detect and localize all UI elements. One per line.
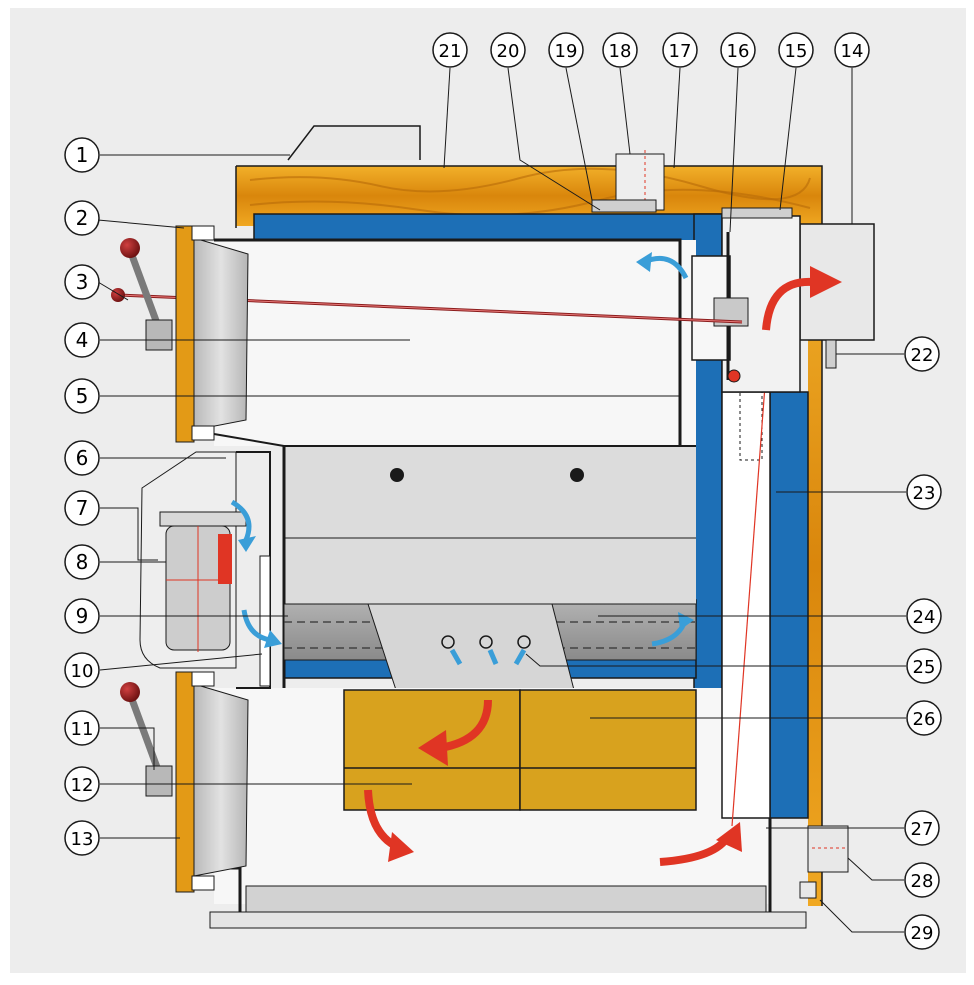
top-lid (287, 125, 421, 161)
callout-9: 9 (64, 598, 100, 634)
callout-25-label: 25 (913, 657, 936, 678)
callout-2: 2 (64, 200, 100, 236)
callout-16: 16 (720, 32, 756, 68)
callout-leader-lines (97, 67, 906, 933)
callout-24-label: 24 (913, 607, 936, 628)
callout-17-label: 17 (669, 41, 692, 62)
callout-14: 14 (834, 32, 870, 68)
ceramic-blocks (343, 689, 697, 811)
callout-6: 6 (64, 440, 100, 476)
callout-19: 19 (548, 32, 584, 68)
callout-15-label: 15 (785, 41, 808, 62)
callout-20-label: 20 (497, 41, 520, 62)
cleaning-lid (721, 207, 793, 219)
callout-1: 1 (64, 137, 100, 173)
callouts: 1 2 3 4 5 6 7 8 9 10 11 12 13 14 15 16 1… (64, 32, 942, 950)
callout-13: 13 (64, 820, 100, 856)
gasification-chamber (284, 446, 696, 606)
callout-18-label: 18 (609, 41, 632, 62)
callout-22-label: 22 (911, 345, 934, 366)
callout-18: 18 (602, 32, 638, 68)
callout-10: 10 (64, 652, 100, 688)
air-nozzle-left (390, 468, 404, 482)
base-plate (209, 911, 807, 929)
callout-16-label: 16 (727, 41, 750, 62)
callout-25: 25 (906, 648, 942, 684)
callout-9-label: 9 (76, 604, 89, 628)
return-pipe (807, 825, 849, 873)
callout-14-label: 14 (841, 41, 864, 62)
lower-door-handle (120, 682, 173, 797)
lower-door (175, 671, 249, 893)
insulation-casing (235, 165, 823, 906)
callout-23-label: 23 (913, 483, 936, 504)
callout-3-label: 3 (76, 270, 89, 294)
callout-24: 24 (906, 598, 942, 634)
callout-28: 28 (904, 862, 940, 898)
callout-17: 17 (662, 32, 698, 68)
callout-12: 12 (64, 766, 100, 802)
callout-22: 22 (904, 336, 940, 372)
ash-pan (245, 885, 767, 913)
callout-26: 26 (906, 700, 942, 736)
callout-29-label: 29 (911, 923, 934, 944)
callout-20: 20 (490, 32, 526, 68)
nozzle-block (367, 603, 575, 691)
callout-11-label: 11 (71, 719, 94, 740)
callout-26-label: 26 (913, 709, 936, 730)
callout-8-label: 8 (76, 550, 89, 574)
callout-6-label: 6 (76, 446, 89, 470)
callout-28-label: 28 (911, 871, 934, 892)
fuel-chamber (214, 240, 696, 446)
safety-valve (591, 199, 657, 213)
callout-5: 5 (64, 378, 100, 414)
callout-11: 11 (64, 710, 100, 746)
callout-27: 27 (904, 810, 940, 846)
air-nozzle-right (570, 468, 584, 482)
upper-door-handle (111, 238, 173, 351)
callout-2-label: 2 (76, 206, 89, 230)
callout-7: 7 (64, 490, 100, 526)
callout-19-label: 19 (555, 41, 578, 62)
callout-3: 3 (64, 264, 100, 300)
callout-29: 29 (904, 914, 940, 950)
flue-gas-arrowheads (388, 266, 842, 862)
callout-4: 4 (64, 322, 100, 358)
callout-21: 21 (432, 32, 468, 68)
air-regulator (139, 451, 271, 689)
callout-23: 23 (906, 474, 942, 510)
callout-10-label: 10 (71, 661, 94, 682)
callout-12-label: 12 (71, 775, 94, 796)
callout-1-label: 1 (76, 143, 89, 167)
callout-4-label: 4 (76, 328, 89, 352)
callout-13-label: 13 (71, 829, 94, 850)
callout-5-label: 5 (76, 384, 89, 408)
upper-door (175, 225, 249, 443)
callout-7-label: 7 (76, 496, 89, 520)
callout-8: 8 (64, 544, 100, 580)
callout-15: 15 (778, 32, 814, 68)
sensor-fitting (825, 339, 837, 369)
drain-valve (799, 881, 817, 899)
callout-21-label: 21 (439, 41, 462, 62)
heat-exchanger-tube (721, 369, 771, 827)
callout-27-label: 27 (911, 819, 934, 840)
